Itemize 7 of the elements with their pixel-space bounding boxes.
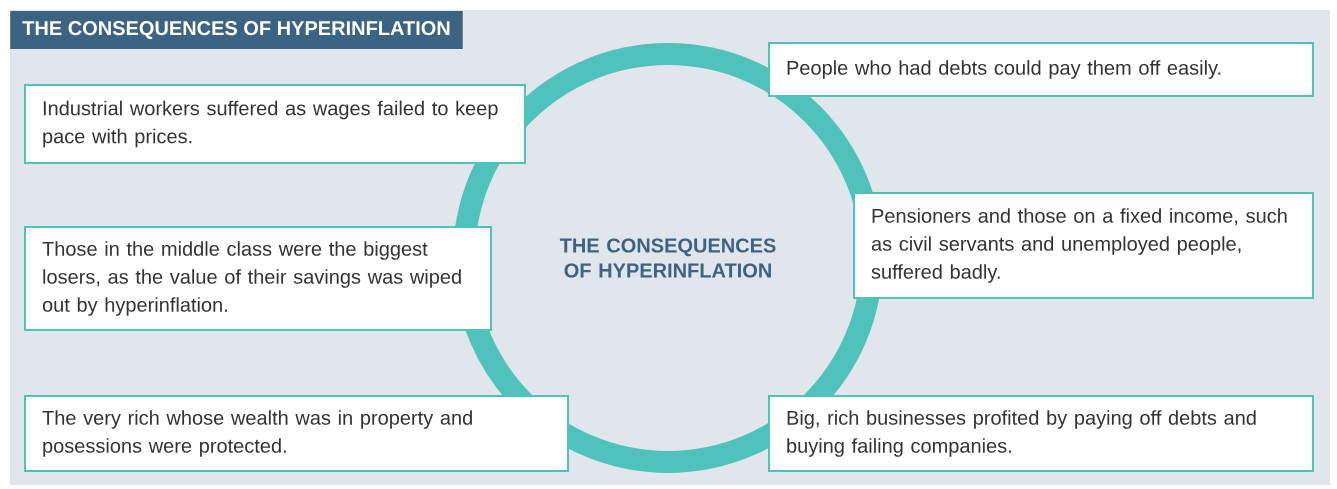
text-box: Big, rich businesses profited by paying off debts and buying failing companies.: [768, 395, 1314, 472]
text-box: Industrial workers suffered as wages failed to keep pace with prices.: [24, 84, 526, 164]
text-box: Pensioners and those on a fixed income, such as civil servants and unemployed people, suffered badly.: [853, 192, 1314, 299]
text-box: Those in the middle class were the biggest losers, as the value of their savings was wiped out by hyperinflation.: [24, 226, 492, 331]
text-box: The very rich whose wealth was in property and posessions were protected.: [24, 395, 569, 472]
title-banner: THE CONSEQUENCES OF HYPERINFLATION: [10, 11, 463, 49]
text-box: People who had debts could pay them off easily.: [768, 42, 1314, 97]
